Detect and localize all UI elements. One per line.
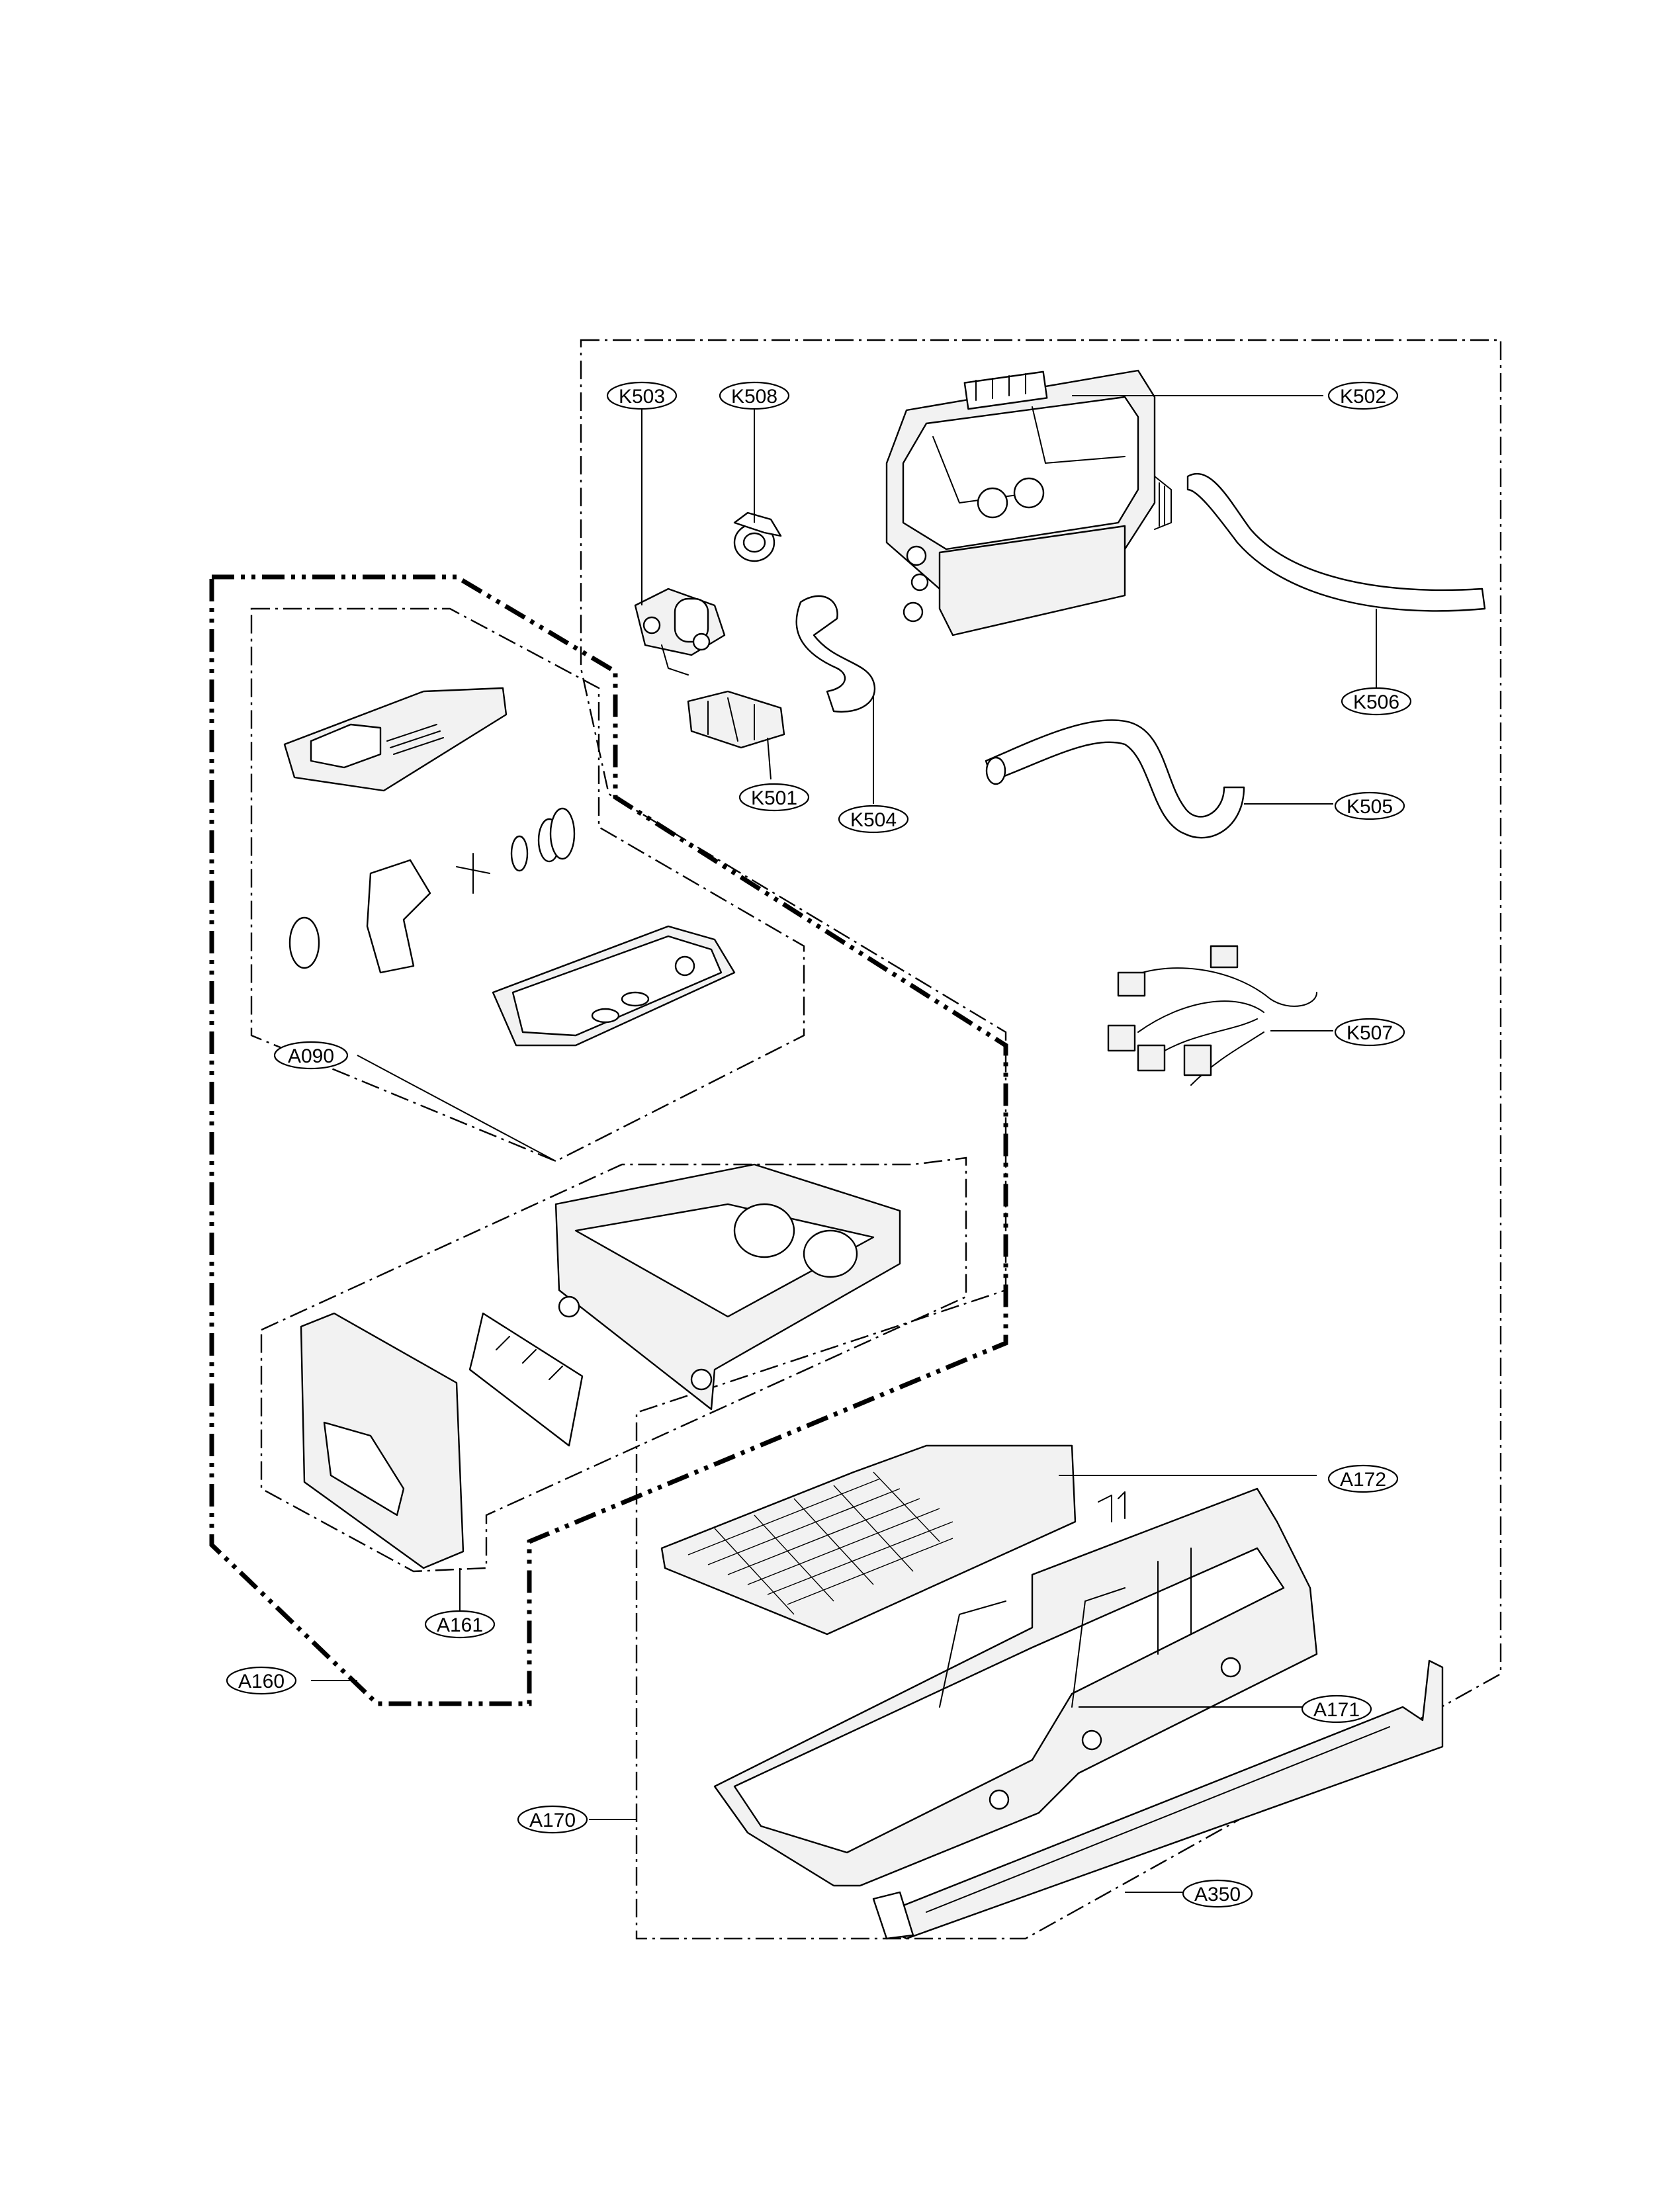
callout-a350: A350 [1182,1879,1253,1908]
callout-a160-text: A160 [238,1671,285,1692]
callout-k501-text: K501 [751,787,797,809]
callout-k505: K505 [1334,791,1405,820]
solenoid-valve [634,588,726,676]
callout-a172-text: A172 [1340,1469,1386,1491]
callout-k506-text: K506 [1353,691,1399,713]
callout-k504: K504 [838,805,909,834]
hose-clamp [733,511,782,562]
callout-a161-text: A161 [437,1614,483,1636]
hose-k505-end [985,756,1006,785]
callout-a160: A160 [226,1666,297,1695]
detergent-drawer-cover [283,687,508,792]
a161-group-boundary [260,1157,967,1573]
steam-generator [885,369,1172,636]
callout-a170: A170 [517,1805,588,1834]
callout-k507: K507 [1334,1018,1405,1047]
mounting-bracket [872,1659,1444,1940]
callout-a090-text: A090 [288,1045,334,1067]
callout-k508: K508 [719,381,790,410]
callout-a171: A171 [1301,1694,1372,1724]
callout-k504-text: K504 [850,809,897,831]
callout-k507-text: K507 [1347,1022,1393,1044]
dispenser-base [713,1487,1318,1887]
wire-harness [1107,945,1317,1086]
callout-k505-text: K505 [1347,796,1393,818]
callout-k503-text: K503 [619,386,665,408]
callout-k502: K502 [1327,381,1399,410]
dispenser-tray [492,925,736,1047]
grid-cover [660,1444,1077,1636]
a090-group-boundary [250,607,805,1162]
bracket-k501 [687,690,785,749]
callout-a090: A090 [273,1041,349,1070]
callout-a161: A161 [424,1610,496,1639]
leader-lines [311,395,1377,1893]
hose-k506 [1186,472,1486,612]
callout-k503: K503 [606,381,678,410]
hose-k504 [795,595,875,713]
hose-k505 [985,719,1245,839]
drawer-clip [468,1312,584,1447]
drawer-panel [300,1312,464,1569]
drawer-housing [554,1163,901,1411]
siphon-parts [288,807,576,974]
callout-a172: A172 [1327,1464,1399,1493]
callout-a171-text: A171 [1313,1699,1360,1721]
a160-group-boundary [209,574,1008,1706]
callout-k501: K501 [738,783,810,812]
callout-a350-text: A350 [1194,1884,1241,1905]
callout-k502-text: K502 [1340,386,1386,408]
callout-a170-text: A170 [529,1810,576,1831]
callout-k508-text: K508 [731,386,777,408]
callout-k506: K506 [1341,687,1412,716]
